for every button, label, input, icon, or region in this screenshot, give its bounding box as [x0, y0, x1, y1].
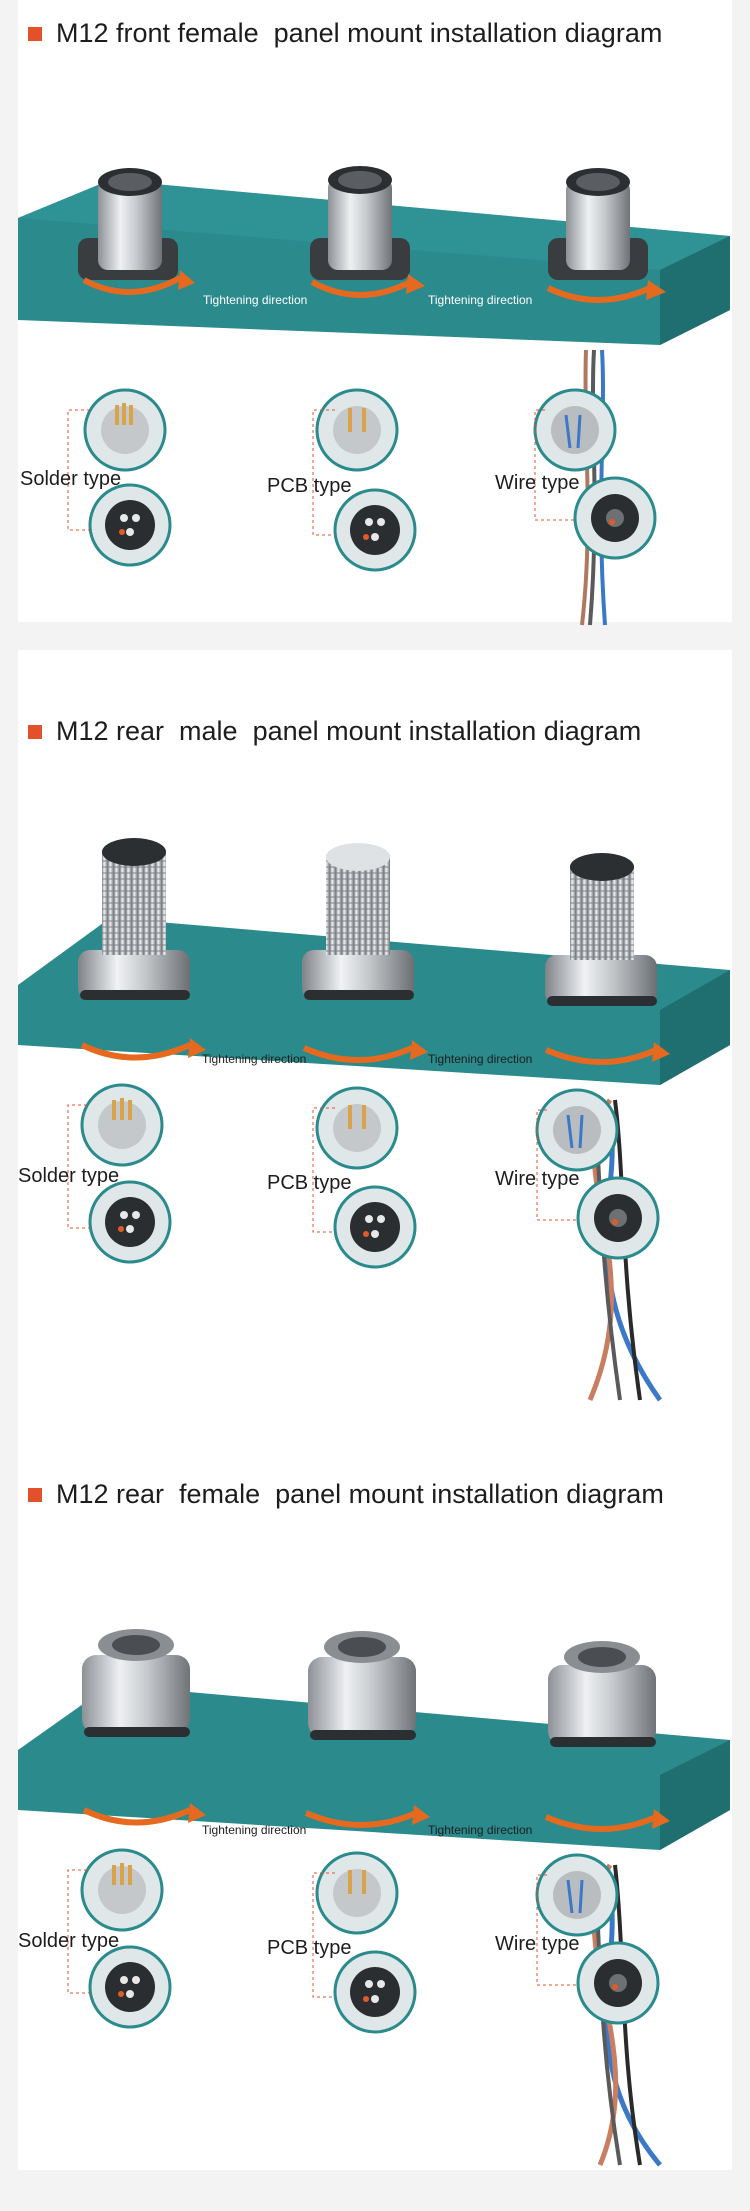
- section-header: M12 rear male panel mount installation d…: [28, 716, 641, 747]
- wire-type-label: Wire type: [495, 1168, 580, 1190]
- connector-1: [78, 168, 195, 295]
- tightening-direction-label-2: Tightening direction: [428, 1052, 533, 1066]
- wire-type-label: Wire type: [495, 1933, 580, 1955]
- section-rear-male: M12 rear male panel mount installation d…: [0, 700, 750, 1410]
- pcb-type-images: [312, 1851, 417, 2034]
- connector-3: [544, 853, 670, 1065]
- panel-edge: [660, 236, 730, 345]
- wire-cables: [580, 349, 607, 626]
- tightening-direction-label-1: Tightening direction: [202, 1052, 307, 1066]
- panel-edge: [660, 1740, 730, 1850]
- wire-type-images: [533, 388, 657, 560]
- connector-2: [310, 166, 425, 298]
- tightening-direction-label-1: Tightening direction: [203, 293, 308, 307]
- connector-2: [304, 1631, 430, 1828]
- connector-3: [544, 1641, 670, 1832]
- section-marker-icon: [28, 26, 42, 41]
- wire-type-images: [535, 1853, 660, 2025]
- section-front-female: M12 front female panel mount installatio…: [0, 0, 750, 630]
- pcb-type-images: [312, 388, 417, 572]
- section-title: M12 front female panel mount installatio…: [56, 18, 663, 48]
- installation-diagram: [18, 1629, 730, 2167]
- section-marker-icon: [28, 724, 42, 739]
- section-header: M12 rear female panel mount installation…: [28, 1479, 664, 1510]
- wire-type-label: Wire type: [495, 472, 580, 494]
- section-title: M12 rear female panel mount installation…: [56, 1479, 664, 1509]
- solder-type-label: Solder type: [18, 1165, 120, 1187]
- wire-type-images: [535, 1088, 660, 1260]
- solder-type-images: [67, 1083, 172, 1264]
- pcb-type-label: PCB type: [267, 1172, 352, 1194]
- panel-edge: [660, 970, 730, 1085]
- section-header: M12 front female panel mount installatio…: [28, 18, 662, 49]
- solder-type-images: [67, 1848, 172, 2029]
- connector-1: [82, 1629, 206, 1826]
- pcb-type-label: PCB type: [267, 475, 352, 497]
- section-rear-female: M12 rear female panel mount installation…: [0, 1465, 750, 2205]
- connector-2: [302, 843, 428, 1063]
- connector-1: [78, 838, 206, 1061]
- pcb-type-images: [312, 1086, 417, 1269]
- installation-diagram: [18, 838, 730, 1402]
- tightening-direction-label-1: Tightening direction: [202, 1823, 307, 1837]
- solder-type-label: Solder type: [18, 1930, 120, 1952]
- connector-3: [546, 168, 666, 303]
- solder-type-images: [67, 388, 172, 567]
- tightening-direction-label-2: Tightening direction: [428, 1823, 533, 1837]
- section-title: M12 rear male panel mount installation d…: [56, 716, 642, 746]
- installation-diagram: [18, 166, 730, 626]
- tightening-direction-label-2: Tightening direction: [428, 293, 533, 307]
- section-marker-icon: [28, 1487, 42, 1502]
- solder-type-label: Solder type: [20, 468, 122, 490]
- pcb-type-label: PCB type: [267, 1937, 352, 1959]
